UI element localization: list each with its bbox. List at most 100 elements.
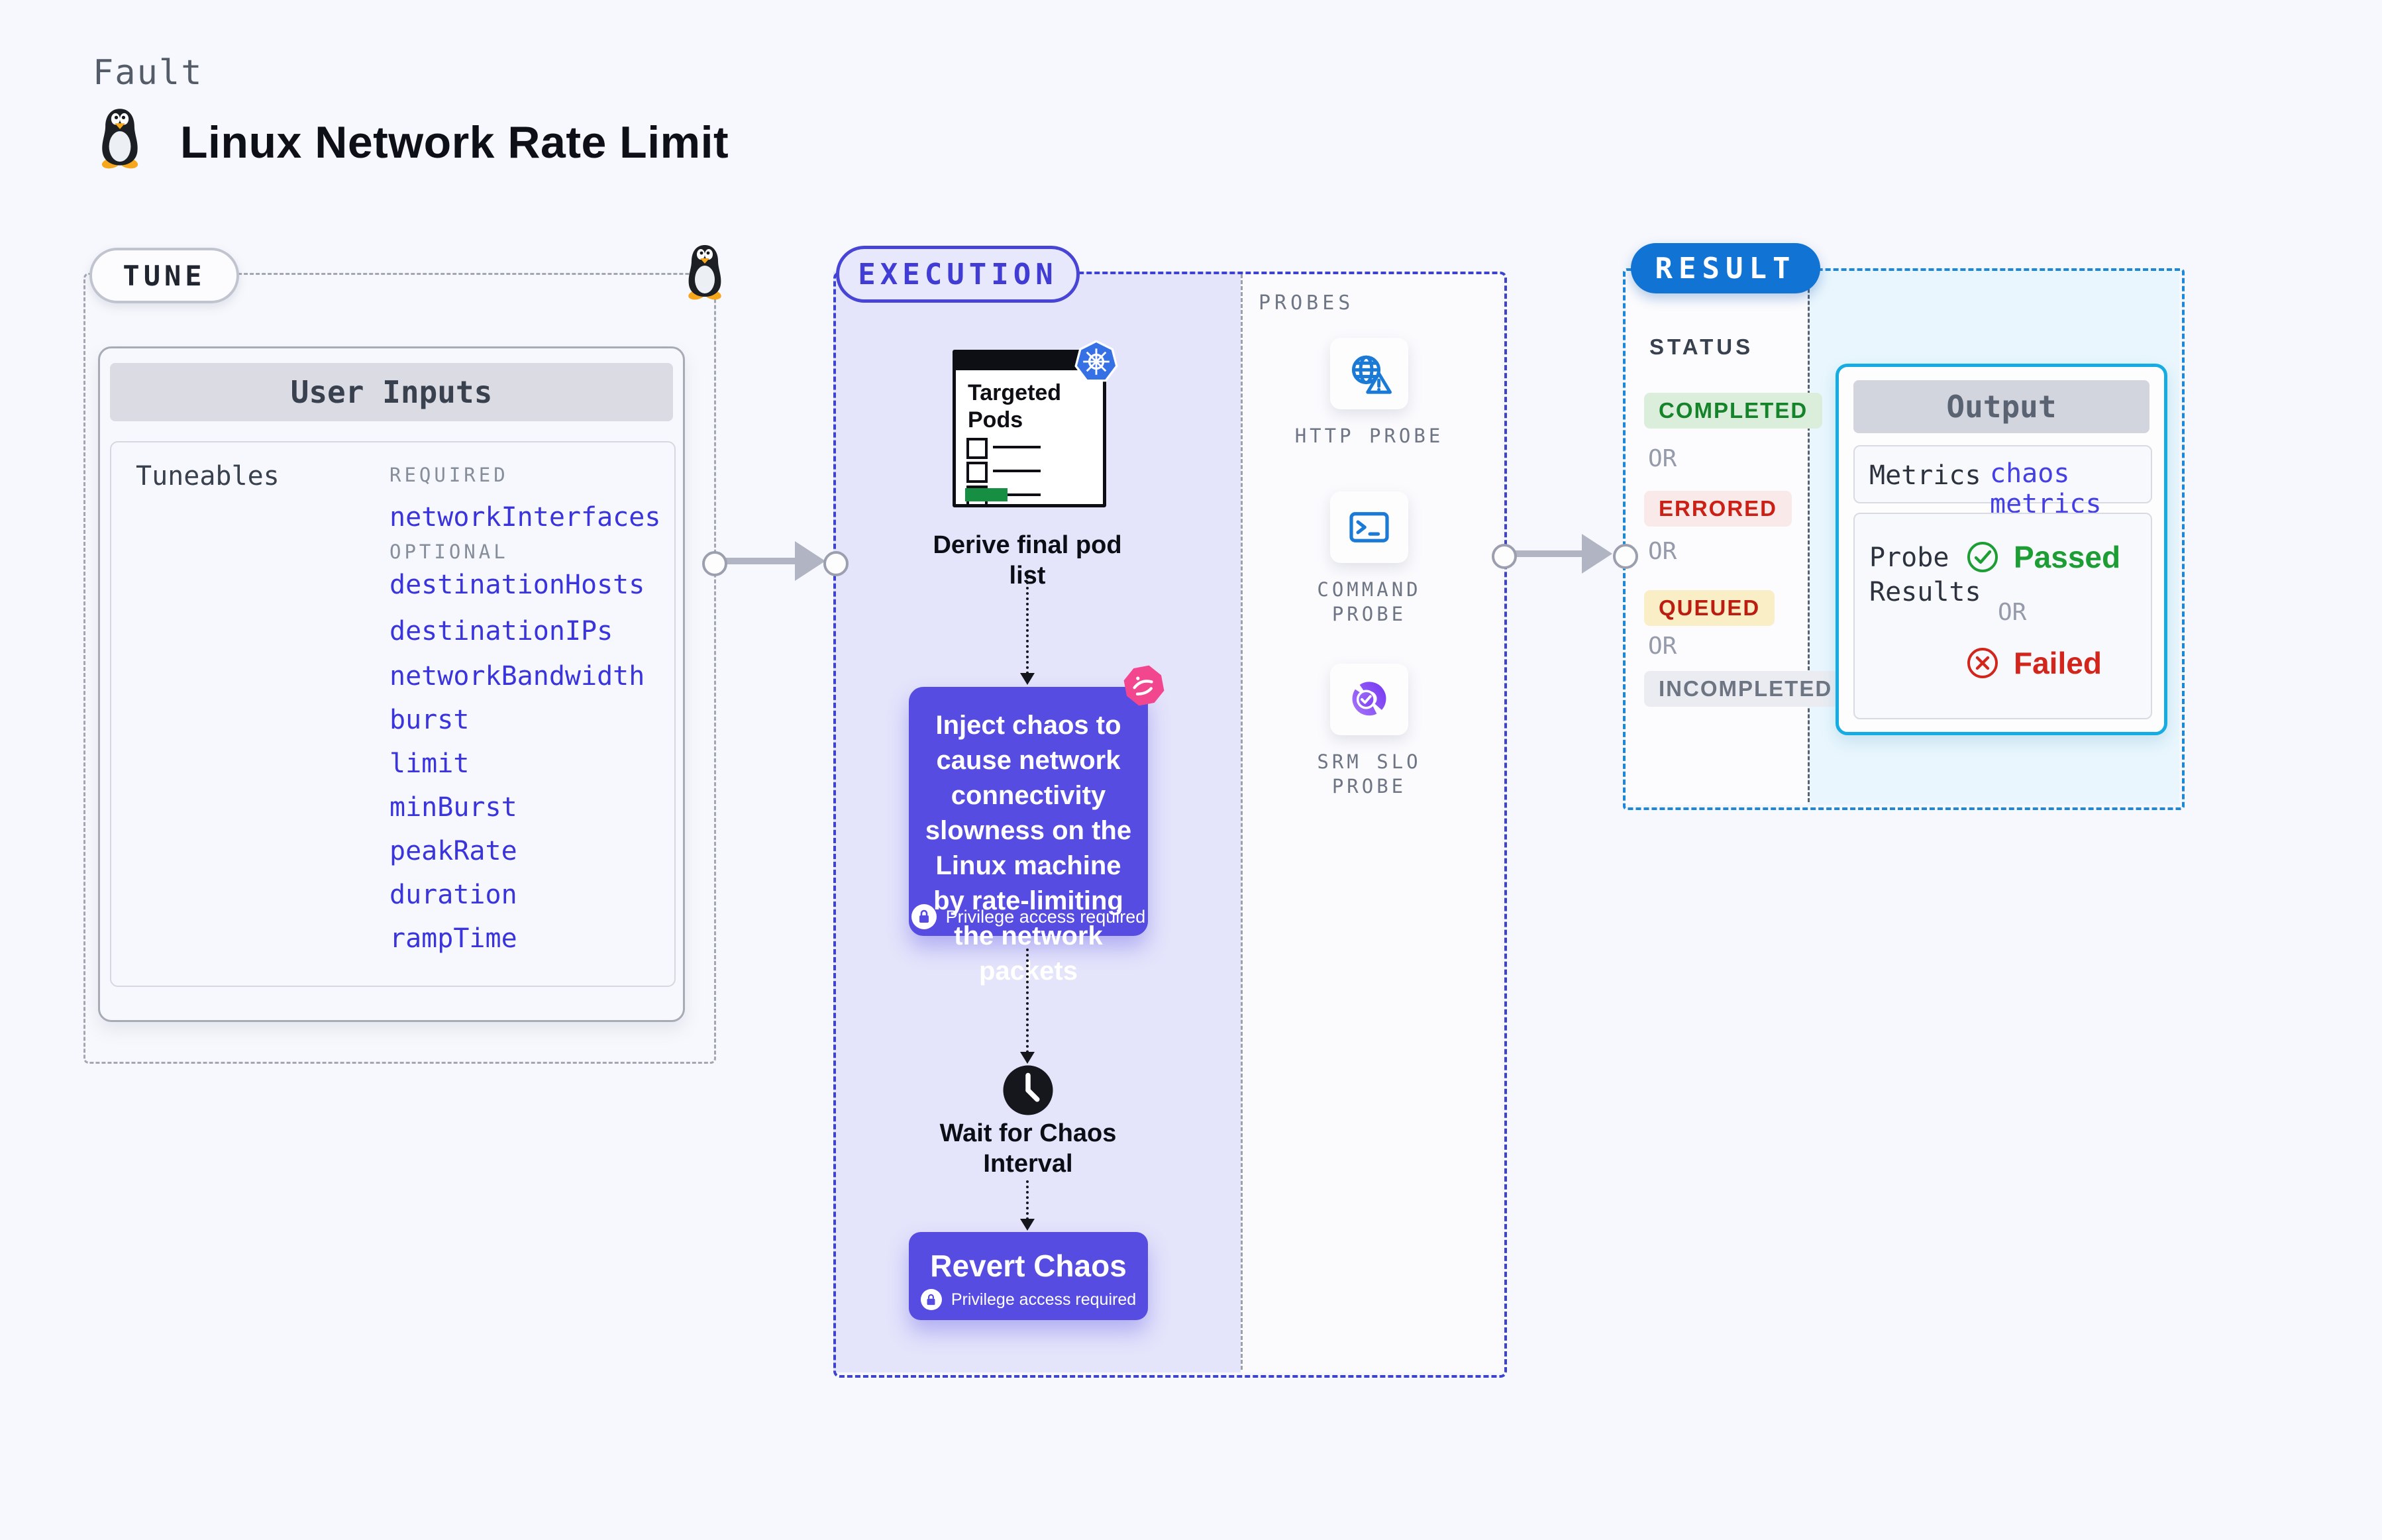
kubernetes-icon [1074,340,1118,382]
probes-fill [1241,272,1502,1372]
param-destinationIPs: destinationIPs [389,616,613,646]
clock-icon [1003,1065,1053,1115]
arrow-tune-to-execution-head [795,541,825,581]
result-badge: RESULT [1631,243,1820,293]
revert-chaos-label: Revert Chaos [930,1249,1127,1283]
privilege-row: Privilege access required [909,904,1148,929]
command-probe-icon [1349,512,1389,542]
or-label: OR [1998,599,2027,626]
tuneables-card: Tuneables REQUIRED networkInterfaces OPT… [110,441,676,987]
param-peakRate: peakRate [389,836,517,866]
page-title: Linux Network Rate Limit [180,117,729,168]
param-rampTime: rampTime [389,923,517,954]
passed-row: Passed [1966,539,2120,575]
litmus-chaos-icon [1123,665,1165,706]
http-probe-label: HTTP PROBE [1294,425,1444,447]
tune-badge: TUNE [89,248,239,303]
execution-badge-label: EXECUTION [858,257,1058,291]
user-inputs-header: User Inputs [110,363,673,421]
revert-chaos-box: Revert Chaos Privilege access required [909,1232,1148,1320]
lock-icon [911,904,937,929]
optional-label: OPTIONAL [389,540,509,563]
execution-out-dot [1492,544,1517,569]
status-badge-completed: COMPLETED [1644,393,1823,429]
or-label: OR [1648,445,1677,472]
result-in-dot [1613,544,1638,569]
execution-connector-dot [823,551,849,576]
result-divider [1808,271,1810,802]
passed-check-icon [1967,542,1998,572]
http-probe-icon [1351,355,1392,394]
arrow-execution-to-result-head [1582,534,1612,574]
pods-green-bar [965,488,1008,501]
param-networkBandwidth: networkBandwidth [389,661,645,692]
status-label: STATUS [1649,334,1754,359]
pod-checkbox [966,438,988,459]
param-limit: limit [389,748,470,779]
failed-row: Failed [1966,645,2102,681]
dotted-connector [1026,949,1029,1053]
output-title: Output [1946,389,2057,425]
privilege-row: Privilege access required [909,1289,1148,1310]
pod-line [993,470,1041,472]
dotted-connector [1026,571,1029,674]
tux-penguin-icon [101,109,138,169]
param-minBurst: minBurst [389,792,517,823]
required-label: REQUIRED [389,464,509,486]
failed-label: Failed [2014,646,2102,680]
execution-section-frame [833,272,1507,1378]
metrics-label: Metrics [1869,460,1981,491]
status-badge-queued: QUEUED [1644,590,1775,626]
result-badge-label: RESULT [1655,251,1796,285]
user-inputs-title: User Inputs [290,374,493,410]
output-header: Output [1853,380,2149,433]
result-section-frame [1623,268,2185,810]
dotted-connector-head [1020,1219,1035,1231]
wait-for-chaos-label: Wait for Chaos Interval [939,1119,1117,1178]
tux-penguin-corner-icon [688,245,721,300]
pod-line [993,446,1041,448]
result-status-fill [1623,268,1808,805]
failed-x-icon [1967,648,1998,678]
probes-label: PROBES [1259,291,1355,315]
param-duration: duration [389,880,517,910]
dotted-connector-head [1020,1052,1035,1064]
param-burst: burst [389,705,470,735]
tune-connector-dot [702,551,727,576]
inject-chaos-box: Inject chaos to cause network connectivi… [909,687,1148,986]
param-destinationHosts: destinationHosts [389,570,645,600]
pod-checkbox [966,462,988,483]
pods-card-title: Targeted Pods [968,380,1062,433]
passed-label: Passed [2014,540,2121,574]
pod-line [993,493,1041,496]
user-inputs-card: User Inputs Tuneables REQUIRED networkIn… [98,346,685,1022]
arrow-tune-to-execution [717,558,809,564]
http-probe-card [1330,338,1408,409]
srm-slo-probe-icon [1352,682,1386,716]
dotted-connector-head [1020,673,1035,685]
probes-divider [1241,274,1243,1370]
status-badge-incompleted: INCOMPLETED [1644,671,1847,707]
srm-slo-probe-label: SRM SLO PROBE [1317,750,1422,797]
privilege-label: Privilege access required [945,906,1146,927]
param-networkInterfaces: networkInterfaces [389,502,661,533]
lock-icon [920,1289,942,1310]
output-box: Output Metrics chaos metrics Probe Resul… [1836,364,2167,735]
tune-section-frame [83,273,716,1064]
tune-badge-label: TUNE [123,259,206,292]
metrics-row: Metrics chaos metrics [1853,445,2152,519]
tuneables-label: Tuneables [136,461,280,491]
dotted-connector [1026,1180,1029,1220]
inject-chaos-text: Inject chaos to cause network connectivi… [925,711,1132,986]
probe-results-label: Probe Results [1869,542,1981,607]
command-probe-card [1330,491,1408,563]
or-label: OR [1648,538,1677,565]
command-probe-label: COMMAND PROBE [1317,578,1422,625]
arrow-execution-to-result [1506,550,1592,557]
targeted-pods-card: Targeted Pods [953,350,1106,507]
metrics-value: chaos metrics [1990,458,2102,519]
pods-card-titlebar [956,353,1096,370]
privilege-label: Privilege access required [951,1290,1137,1309]
status-badge-errored: ERRORED [1644,491,1792,527]
or-label: OR [1648,633,1677,660]
